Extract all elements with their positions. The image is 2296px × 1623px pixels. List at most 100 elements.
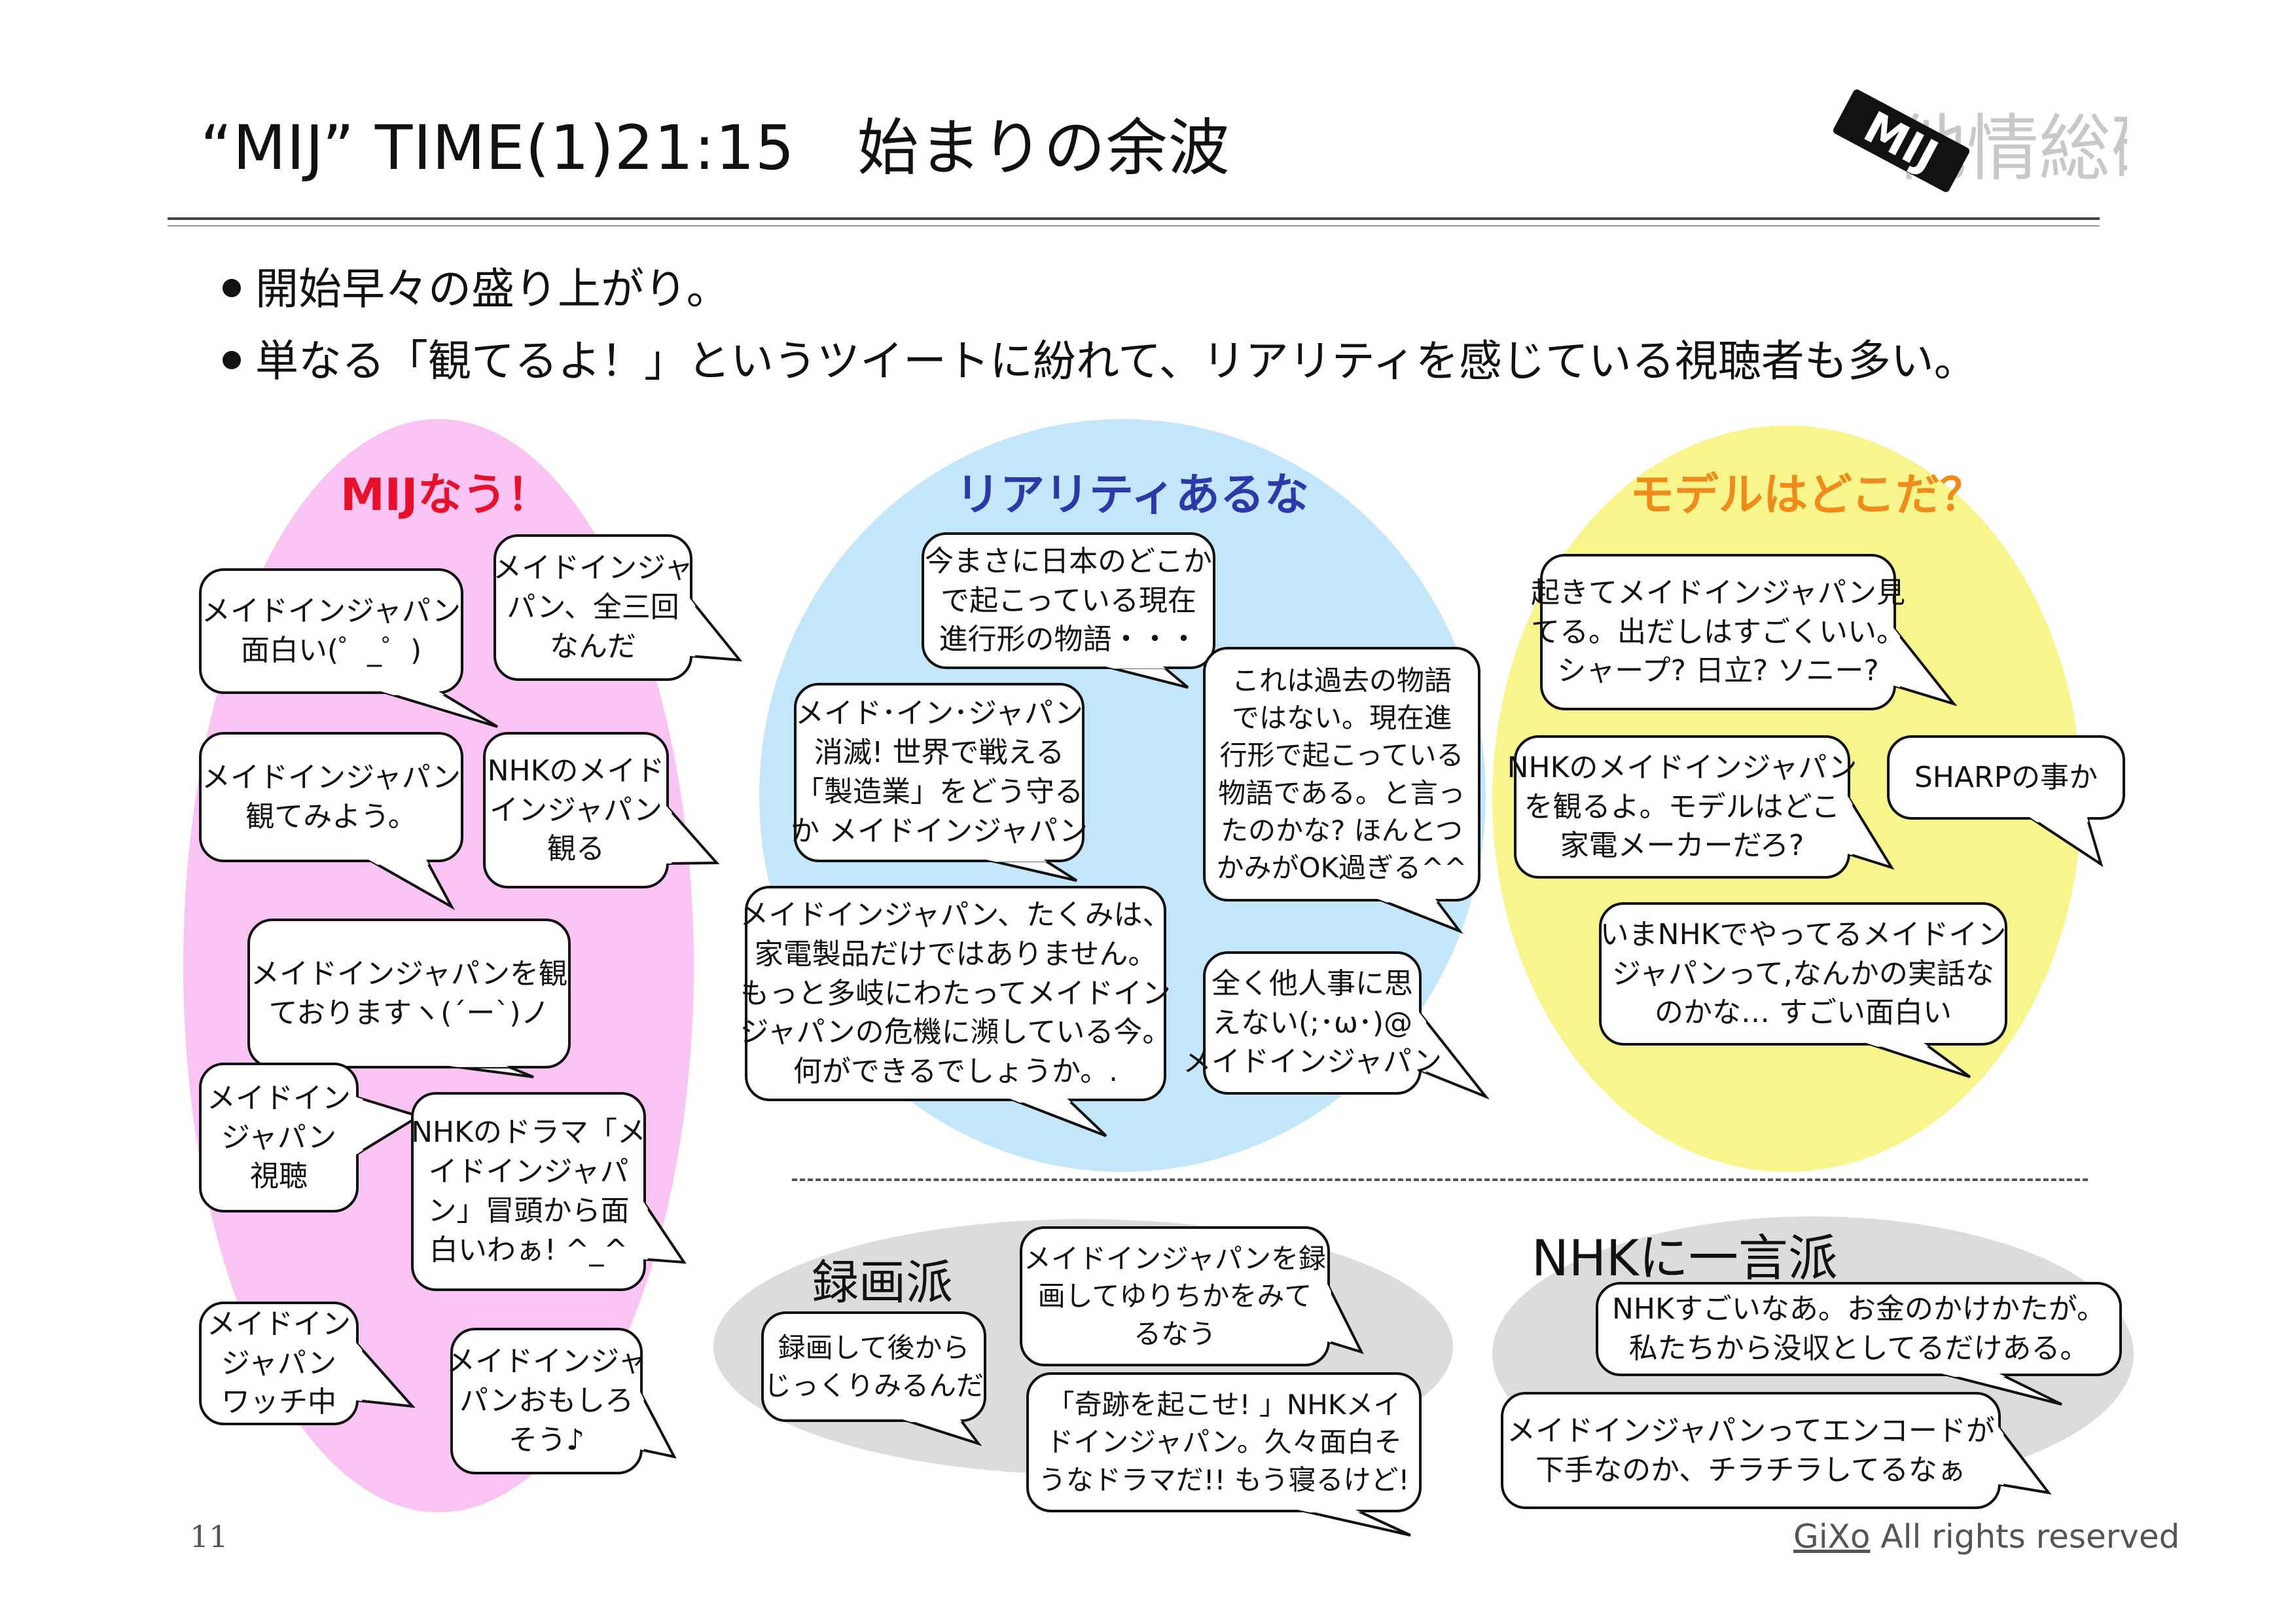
speech-bubble-seam: [381, 691, 445, 695]
tweet-bubble: メイドインジャ パンおもしろ そう♪: [446, 1345, 647, 1457]
tweet-bubble: NHKすごいなあ。お金のかけかたが。 私たちから没収としてるだけある。: [1612, 1292, 2106, 1365]
tweet-bubble: 録画して後から じっくりみるんだ: [763, 1332, 984, 1402]
speech-bubble-seam: [2029, 817, 2089, 822]
tweet-bubble: メイドインジャパンを録 画してゆりちかをみて るなう: [1023, 1243, 1326, 1350]
rights-text: All rights reserved: [1870, 1518, 2180, 1556]
tweet-bubble: SHARPの事か: [1914, 760, 2098, 794]
speech-bubble-seam: [643, 1201, 648, 1260]
speech-bubble-body: [761, 1311, 986, 1422]
speech-bubble-body: [1887, 735, 2125, 820]
speech-bubble-seam: [356, 1343, 363, 1401]
tweet-bubble: メイドイン ジャパン 視聴: [207, 1081, 351, 1194]
speech-bubble-shape: [1887, 735, 2125, 867]
speech-bubble-body: [745, 886, 1166, 1101]
group-title-mij: MIJなう！: [340, 469, 552, 521]
speech-bubble-tail: [902, 1418, 982, 1446]
page-number: 11: [190, 1519, 228, 1554]
tweet-bubble: 全く他人事に思 えない(;･ω･)@ メイドインジャパン: [1183, 966, 1442, 1079]
group-title-nhk: NHKに一言派: [1532, 1229, 1838, 1287]
title-divider: [168, 217, 2100, 227]
speech-bubble-shape: [1203, 951, 1490, 1100]
speech-bubble-seam: [640, 1392, 644, 1451]
bullet-dot-icon: [223, 350, 241, 369]
speech-bubble-body: [199, 732, 463, 862]
speech-bubble-shape: [450, 1328, 677, 1474]
speech-bubble-tail: [1377, 898, 1463, 934]
speech-bubble-tail: [1326, 1283, 1364, 1355]
speech-bubble-shape: [761, 1311, 986, 1446]
speech-bubble-shape: [1596, 1282, 2122, 1406]
speech-bubble-shape: [794, 683, 1085, 882]
speech-bubble-seam: [903, 1419, 962, 1422]
tweet-bubble: メイドインジャパンってエンコードが 下手なのか、チラチラしてるなぁ: [1507, 1413, 1995, 1487]
speech-bubble-shape: [1540, 554, 1958, 710]
tweet-bubble: メイド･イン･ジャパン 消滅! 世界で戦える 「製造業」をどう守る か メイドイ…: [791, 697, 1088, 848]
speech-bubble-seam: [448, 1066, 509, 1067]
tweet-bubble: いまNHKでやってるメイドイン ジャパンって,なんかの実話な のかな… すごい面…: [1600, 917, 2007, 1030]
tweet-bubble: NHKのメイド インジャパン 観る: [487, 754, 665, 866]
tweet-bubble: 起きてメイドインジャパン見 てる。出だしはすごくいい。 シャープ? 日立? ソニ…: [1531, 575, 1905, 688]
tweet-bubble: メイドインジャパンを観 ておりますヽ(´ー`)ノ: [251, 957, 567, 1030]
speech-bubble-body: [411, 1092, 646, 1291]
speech-bubble-tail: [1997, 1423, 2052, 1495]
speech-bubble-shape: [199, 1302, 416, 1425]
speech-bubble-seam: [690, 598, 696, 657]
speech-bubble-shape: [199, 568, 499, 728]
speech-bubble-seam: [1866, 1043, 1929, 1047]
speech-bubble-tail: [1105, 665, 1189, 689]
tweet-bubble: メイドインジャパン 観てみよう。: [202, 760, 461, 833]
speech-bubble-body: [1599, 902, 2007, 1046]
slide-title: “MIJ” TIME(1)21:15 始まりの余波: [200, 113, 1230, 184]
speech-bubble-tail: [642, 1197, 687, 1264]
speech-bubble-shape: [1501, 1392, 2052, 1509]
bullet-item: 単なる「観てるよ！」というツイートに紛れて、リアリティを感じている視聴者も多い。: [223, 326, 1977, 389]
speech-bubble-seam: [1105, 666, 1166, 669]
speech-bubble-seam: [1009, 1099, 1071, 1103]
speech-bubble-seam: [666, 806, 672, 864]
speech-bubble-tail: [1009, 1097, 1107, 1137]
copyright: GiXo All rights reserved: [1793, 1518, 2179, 1556]
speech-bubble-seam: [1998, 1427, 2004, 1486]
speech-bubble-shape: [1020, 1226, 1364, 1366]
tweet-bubble: NHKのメイドインジャパン を観るよ。モデルはどこ 家電メーカーだろ?: [1507, 750, 1857, 863]
bullet-dot-icon: [223, 278, 241, 297]
speech-bubble-shape: [1203, 647, 1480, 934]
speech-bubble-shape: [199, 732, 463, 911]
logo: 他情総研 MIJ: [1833, 89, 2127, 192]
speech-bubble-shape: [1026, 1372, 1422, 1537]
speech-bubble-seam: [1297, 1510, 1361, 1513]
speech-bubble-shape: [411, 1092, 687, 1291]
speech-bubble-seam: [1893, 628, 1900, 687]
speech-bubble-seam: [1327, 1284, 1331, 1343]
speech-bubble-tail: [665, 802, 720, 866]
group-title-model: モデルはどこだ？: [1630, 469, 1984, 521]
section-divider: [792, 1178, 2088, 1181]
speech-bubble-shape: [247, 919, 571, 1078]
speech-bubble-tail: [2025, 816, 2104, 867]
speech-bubble-shape: [483, 732, 720, 888]
tweet-bubble: 今まさに日本のどこか で起こっている現在 進行形の物語・・・: [925, 544, 1212, 657]
speech-bubble-body: [922, 532, 1215, 669]
speech-bubble-seam: [986, 860, 1047, 862]
bullet-text: 単なる「観てるよ！」というツイートに紛れて、リアリティを感じている視聴者も多い。: [255, 336, 1977, 386]
speech-bubble-body: [247, 919, 571, 1068]
tweet-bubble: これは過去の物語 ではない。現在進 行形で起こっている 物語である。と言っ たの…: [1216, 665, 1467, 884]
tweet-bubble: 「奇跡を起こせ! 」NHKメイ ドインジャパン。久々面白そ うなドラマだ!! も…: [1038, 1389, 1410, 1496]
speech-bubble-seam: [1378, 899, 1438, 903]
speech-bubble-body: [794, 683, 1085, 862]
speech-bubble-shape: [493, 534, 743, 681]
tweet-bubble: メイドイン ジャパン ワッチ中: [207, 1307, 351, 1419]
speech-bubble-shape: [199, 1063, 422, 1213]
tweet-bubble: メイドインジャ パン、全三回 なんだ: [493, 551, 693, 663]
tweet-bubble: NHKのドラマ「メ イドインジャパ ン」冒頭から面 白いわぁ! ^_^: [411, 1116, 646, 1267]
tweet-bubble: メイドインジャパン 面白い(゜_゜): [202, 594, 461, 667]
speech-bubble-tail: [355, 1339, 416, 1408]
group-title-rokuga: 録画派: [812, 1255, 954, 1310]
speech-bubble-seam: [1419, 1012, 1426, 1073]
group-title-reality: リアリティあるな: [956, 469, 1309, 521]
speech-bubble-shape: [1599, 902, 2007, 1078]
speech-bubble-seam: [368, 860, 429, 865]
speech-bubble-tail: [986, 858, 1078, 882]
speech-bubble-body: [1596, 1282, 2122, 1376]
